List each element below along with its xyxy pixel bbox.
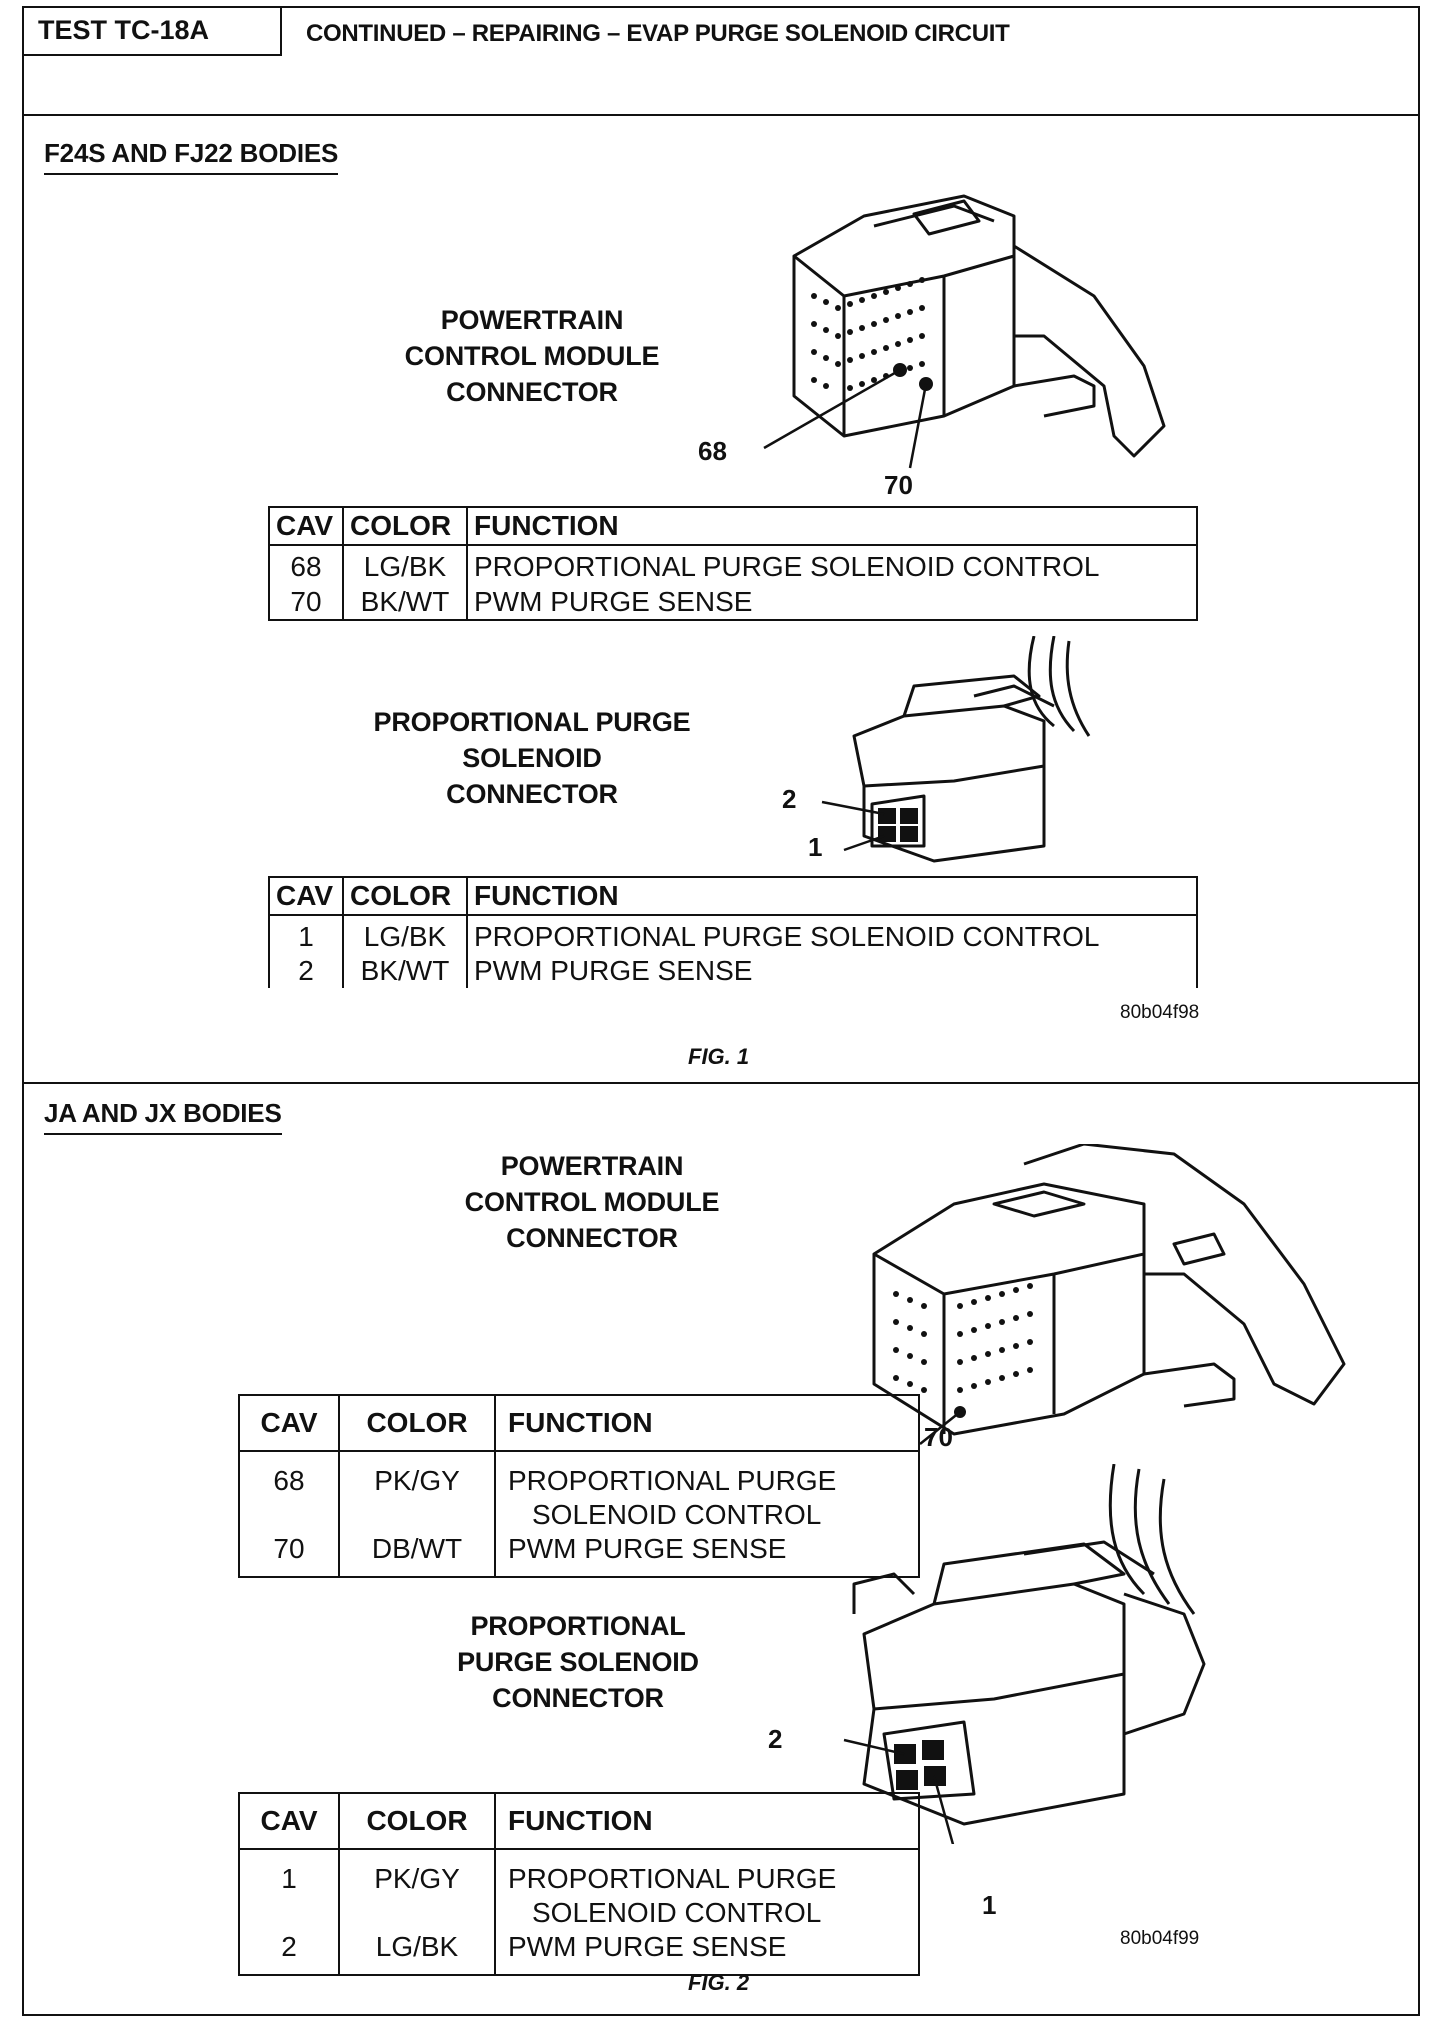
col-header: FUNCTION bbox=[466, 506, 1198, 546]
page-header: TEST TC-18A CONTINUED – REPAIRING – EVAP… bbox=[24, 8, 1418, 116]
col-header: COLOR bbox=[342, 876, 468, 916]
test-id: TEST TC-18A bbox=[24, 8, 282, 56]
cav-cell: 68 bbox=[268, 545, 344, 585]
document-page: TEST TC-18A CONTINUED – REPAIRING – EVAP… bbox=[22, 6, 1420, 2016]
section-f24s-fj22: F24S AND FJ22 BODIES POWERTRAIN CONTROL … bbox=[24, 116, 1418, 1084]
solenoid-cavity-table: CAV COLOR FUNCTION 1 PK/GY PROPORTIONAL … bbox=[238, 1792, 920, 1976]
col-header: FUNCTION bbox=[494, 1792, 920, 1850]
section-ja-jx: JA AND JX BODIES POWERTRAIN CONTROL MODU… bbox=[24, 1084, 1418, 2016]
pin-label-70: 70 bbox=[924, 1422, 953, 1452]
solenoid-connector-label: PROPORTIONAL PURGE SOLENOID CONNECTOR bbox=[332, 704, 732, 812]
label-line: CONNECTOR bbox=[446, 779, 618, 809]
function-line: PROPORTIONAL PURGE bbox=[508, 1465, 837, 1496]
col-header: FUNCTION bbox=[494, 1394, 920, 1452]
table-row: 70 DB/WT PWM PURGE SENSE bbox=[238, 1532, 920, 1577]
cav-cell: 2 bbox=[238, 1930, 340, 1975]
col-header: COLOR bbox=[342, 506, 468, 546]
col-header: FUNCTION bbox=[466, 876, 1198, 916]
color-cell: LG/BK bbox=[342, 545, 468, 585]
pin-label-2: 2 bbox=[782, 784, 797, 814]
label-line: SOLENOID bbox=[462, 743, 602, 773]
function-cell: PWM PURGE SENSE bbox=[466, 585, 1198, 620]
pin-label-1: 1 bbox=[982, 1890, 997, 1920]
solenoid-connector-label: PROPORTIONAL PURGE SOLENOID CONNECTOR bbox=[398, 1608, 758, 1716]
pcm-cavity-table: CAV COLOR FUNCTION 68 PK/GY PROPORTIONAL… bbox=[238, 1394, 920, 1578]
page-title: CONTINUED – REPAIRING – EVAP PURGE SOLEN… bbox=[306, 20, 1010, 47]
label-line: CONNECTOR bbox=[506, 1223, 678, 1253]
table-row: 70 BK/WT PWM PURGE SENSE bbox=[268, 585, 1198, 620]
function-cell: PWM PURGE SENSE bbox=[494, 1532, 920, 1577]
pin-label-68: 68 bbox=[698, 436, 727, 466]
col-header: COLOR bbox=[338, 1792, 496, 1850]
label-line: PURGE SOLENOID bbox=[457, 1647, 699, 1677]
label-line: CONTROL MODULE bbox=[464, 1187, 720, 1217]
pin-label-2: 2 bbox=[768, 1724, 783, 1754]
label-line: POWERTRAIN bbox=[500, 1151, 684, 1181]
color-cell: PK/GY bbox=[338, 1849, 496, 1930]
pcm-connector-drawing bbox=[763, 194, 1166, 469]
cav-cell: 1 bbox=[238, 1849, 340, 1930]
figure-caption: FIG. 2 bbox=[688, 1970, 750, 1995]
col-header: CAV bbox=[238, 1792, 340, 1850]
color-cell: LG/BK bbox=[338, 1930, 496, 1975]
figure-code: 80b04f99 bbox=[1120, 1928, 1200, 1949]
figure-code: 80b04f98 bbox=[1120, 1002, 1200, 1023]
table-row: 1 PK/GY PROPORTIONAL PURGE SOLENOID CONT… bbox=[238, 1849, 920, 1930]
function-cell: PWM PURGE SENSE bbox=[466, 954, 1198, 988]
color-cell: DB/WT bbox=[338, 1532, 496, 1577]
label-line: CONTROL MODULE bbox=[404, 341, 660, 371]
table-row: 2 BK/WT PWM PURGE SENSE bbox=[268, 954, 1198, 988]
table-row: 68 PK/GY PROPORTIONAL PURGE SOLENOID CON… bbox=[238, 1451, 920, 1532]
table-row: 2 LG/BK PWM PURGE SENSE bbox=[238, 1930, 920, 1975]
function-cell: PWM PURGE SENSE bbox=[494, 1930, 920, 1975]
cav-cell: 70 bbox=[238, 1532, 340, 1577]
table-row: 68 LG/BK PROPORTIONAL PURGE SOLENOID CON… bbox=[268, 545, 1198, 585]
function-line: PROPORTIONAL PURGE bbox=[508, 1863, 837, 1894]
color-cell: LG/BK bbox=[342, 915, 468, 954]
function-cell: PROPORTIONAL PURGE SOLENOID CONTROL bbox=[466, 915, 1198, 954]
col-header: CAV bbox=[268, 876, 344, 916]
function-cell: PROPORTIONAL PURGE SOLENOID CONTROL bbox=[494, 1451, 920, 1532]
section-title: F24S AND FJ22 BODIES bbox=[44, 138, 338, 175]
figure-caption: FIG. 1 bbox=[688, 1044, 750, 1069]
function-cell: PROPORTIONAL PURGE SOLENOID CONTROL bbox=[466, 545, 1198, 585]
label-line: CONNECTOR bbox=[446, 377, 618, 407]
solenoid-connector-drawing bbox=[843, 1464, 1206, 1844]
label-line: POWERTRAIN bbox=[440, 305, 624, 335]
color-cell: PK/GY bbox=[338, 1451, 496, 1532]
solenoid-connector-drawing bbox=[821, 636, 1091, 863]
label-line: CONNECTOR bbox=[492, 1683, 664, 1713]
pcm-connector-label: POWERTRAIN CONTROL MODULE CONNECTOR bbox=[412, 1148, 772, 1256]
label-line: PROPORTIONAL PURGE bbox=[373, 707, 691, 737]
function-line: SOLENOID CONTROL bbox=[532, 1897, 822, 1928]
pcm-connector-label: POWERTRAIN CONTROL MODULE CONNECTOR bbox=[352, 302, 712, 410]
pin-label-70: 70 bbox=[884, 470, 913, 500]
pin-label-1: 1 bbox=[808, 832, 823, 862]
cav-cell: 2 bbox=[268, 954, 344, 988]
cav-cell: 68 bbox=[238, 1451, 340, 1532]
label-line: PROPORTIONAL bbox=[470, 1611, 686, 1641]
section-title: JA AND JX BODIES bbox=[44, 1098, 282, 1135]
col-header: CAV bbox=[238, 1394, 340, 1452]
col-header: COLOR bbox=[338, 1394, 496, 1452]
col-header: CAV bbox=[268, 506, 344, 546]
pcm-cavity-table: CAV COLOR FUNCTION 68 LG/BK PROPORTIONAL… bbox=[268, 506, 1198, 621]
cav-cell: 1 bbox=[268, 915, 344, 954]
table-row: 1 LG/BK PROPORTIONAL PURGE SOLENOID CONT… bbox=[268, 915, 1198, 954]
color-cell: BK/WT bbox=[342, 585, 468, 620]
function-line: SOLENOID CONTROL bbox=[532, 1499, 822, 1530]
solenoid-cavity-table: CAV COLOR FUNCTION 1 LG/BK PROPORTIONAL … bbox=[268, 876, 1198, 988]
color-cell: BK/WT bbox=[342, 954, 468, 988]
cav-cell: 70 bbox=[268, 585, 344, 620]
function-cell: PROPORTIONAL PURGE SOLENOID CONTROL bbox=[494, 1849, 920, 1930]
pcm-connector-drawing bbox=[872, 1144, 1346, 1445]
